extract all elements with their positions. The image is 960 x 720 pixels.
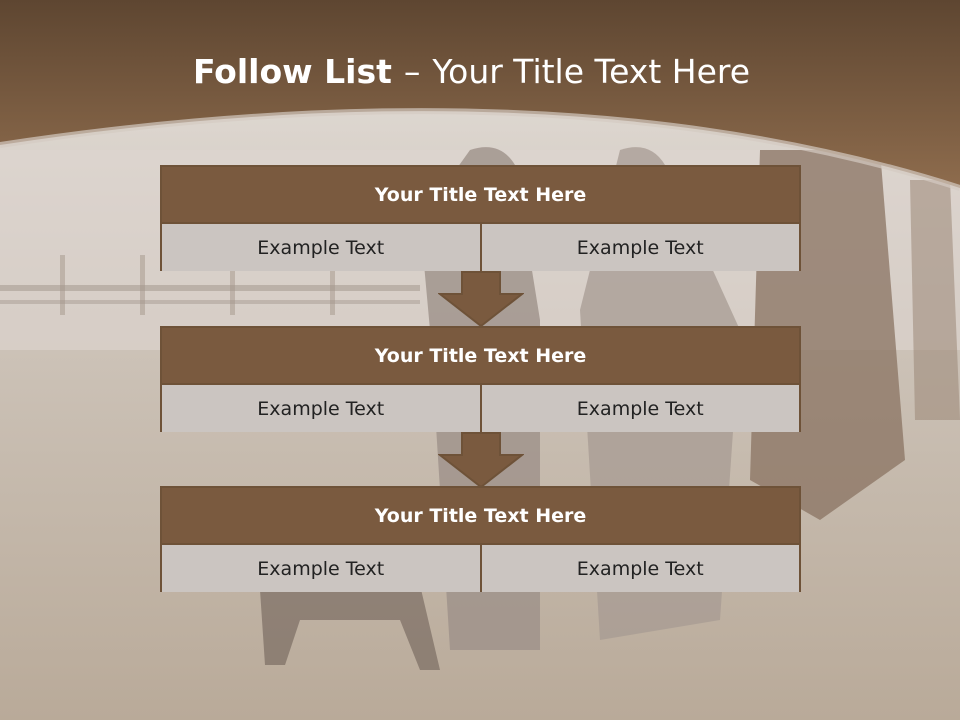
step-block-2: Your Title Text Here Example Text Exampl… xyxy=(160,326,801,432)
slide-title: Follow List–Your Title Text Here xyxy=(0,52,943,91)
title-bold-part: Follow List xyxy=(192,52,392,91)
down-arrow-icon xyxy=(438,432,524,489)
step-block-1: Your Title Text Here Example Text Exampl… xyxy=(160,165,801,271)
step-cell-left: Example Text xyxy=(162,545,480,592)
step-row: Example Text Example Text xyxy=(162,545,799,592)
step-cell-right: Example Text xyxy=(479,545,799,592)
step-title: Your Title Text Here xyxy=(162,328,799,385)
step-row: Example Text Example Text xyxy=(162,224,799,271)
step-block-3: Your Title Text Here Example Text Exampl… xyxy=(160,486,801,592)
step-cell-left: Example Text xyxy=(162,385,480,432)
step-cell-right: Example Text xyxy=(479,385,799,432)
step-title: Your Title Text Here xyxy=(162,488,799,545)
step-title: Your Title Text Here xyxy=(162,167,799,224)
step-cell-right: Example Text xyxy=(479,224,799,271)
title-rest: Your Title Text Here xyxy=(432,52,751,91)
down-arrow-icon xyxy=(438,271,524,328)
title-separator: – xyxy=(403,52,421,91)
step-cell-left: Example Text xyxy=(162,224,480,271)
step-row: Example Text Example Text xyxy=(162,385,799,432)
